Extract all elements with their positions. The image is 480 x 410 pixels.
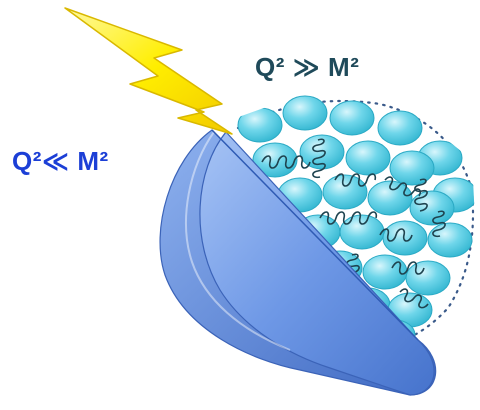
shield-straight-edge <box>211 129 419 341</box>
lightning-bolt-icon <box>64 7 233 135</box>
shield-edge-highlight <box>185 131 291 351</box>
low-q-label: Q²≪ M² <box>12 146 109 176</box>
shield-front-layer <box>199 131 435 396</box>
nucleus-boundary <box>236 99 475 342</box>
high-q-label: Q² ≫ M² <box>255 52 360 82</box>
shield-disc-icon <box>159 129 437 396</box>
gluon-lines <box>261 138 446 309</box>
